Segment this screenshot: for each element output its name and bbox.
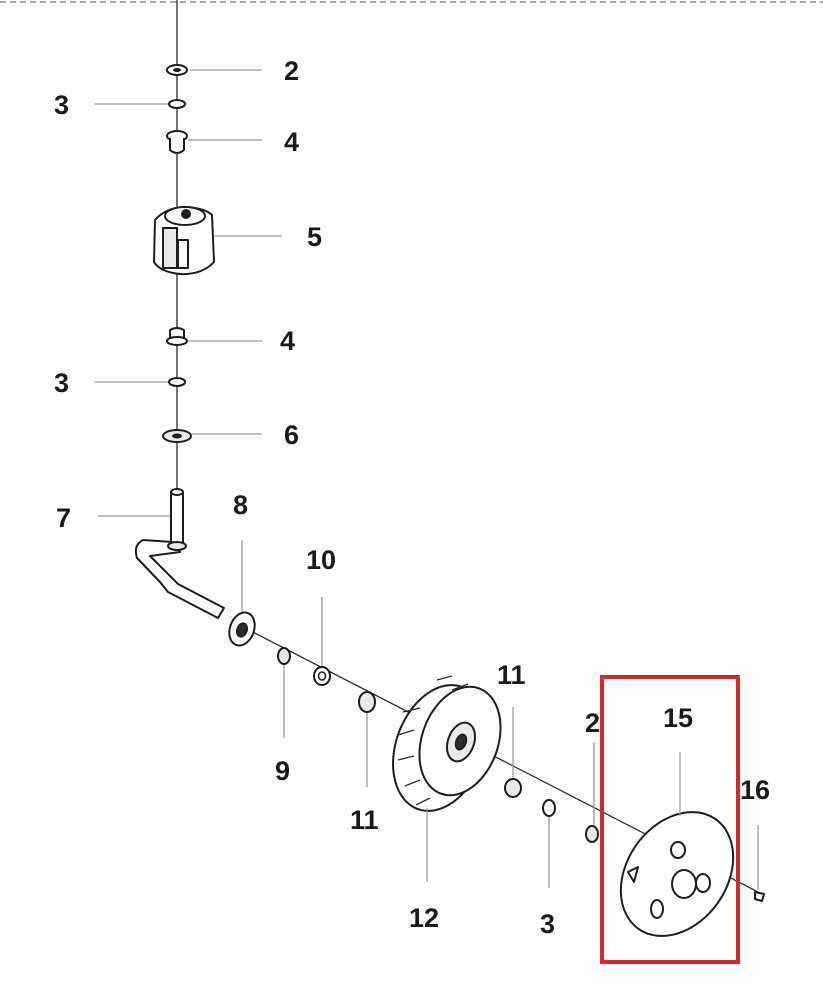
callout-2-bottom: 2 (585, 708, 600, 738)
part-screw-16 (754, 891, 765, 902)
part-washer-3-middle (168, 377, 186, 387)
callout-15: 15 (663, 703, 693, 733)
part-hub-8 (228, 611, 256, 647)
part-washer-2-bottom (585, 825, 599, 843)
part-wheel-12 (392, 675, 502, 812)
callout-3-bottom: 3 (540, 909, 555, 939)
part-bearing-11-right (504, 778, 522, 798)
callout-6: 6 (284, 420, 299, 450)
part-washer-2-top (166, 64, 188, 76)
part-bushing-4-lower (166, 327, 188, 346)
callout-2-top: 2 (284, 56, 299, 86)
part-housing-5 (153, 206, 215, 276)
part-washer-3-top (168, 99, 186, 109)
part-spacer-9 (277, 647, 291, 665)
part-washer-10 (313, 666, 331, 686)
part-bearing-11-left (358, 691, 376, 713)
leader-lines (95, 69, 759, 890)
callout-4-lower: 4 (280, 326, 295, 356)
part-cover-15 (619, 811, 735, 937)
callout-7: 7 (56, 503, 71, 533)
highlight-box-part-15 (600, 675, 740, 964)
callout-11-right: 11 (497, 660, 526, 690)
callout-9: 9 (275, 756, 290, 786)
callout-4-top: 4 (284, 127, 299, 157)
part-bushing-4-top (166, 130, 188, 154)
callout-11-left: 11 (350, 805, 379, 835)
callout-16: 16 (740, 775, 770, 805)
callout-3-top: 3 (54, 90, 69, 120)
callout-3-middle: 3 (54, 368, 69, 398)
callout-12: 12 (409, 903, 439, 933)
part-axle-rod-7 (134, 488, 225, 619)
part-washer-6 (162, 429, 192, 443)
callout-8: 8 (233, 490, 248, 520)
part-washer-3-bottom (542, 799, 556, 817)
callout-5: 5 (307, 222, 322, 252)
callout-10: 10 (306, 545, 336, 575)
